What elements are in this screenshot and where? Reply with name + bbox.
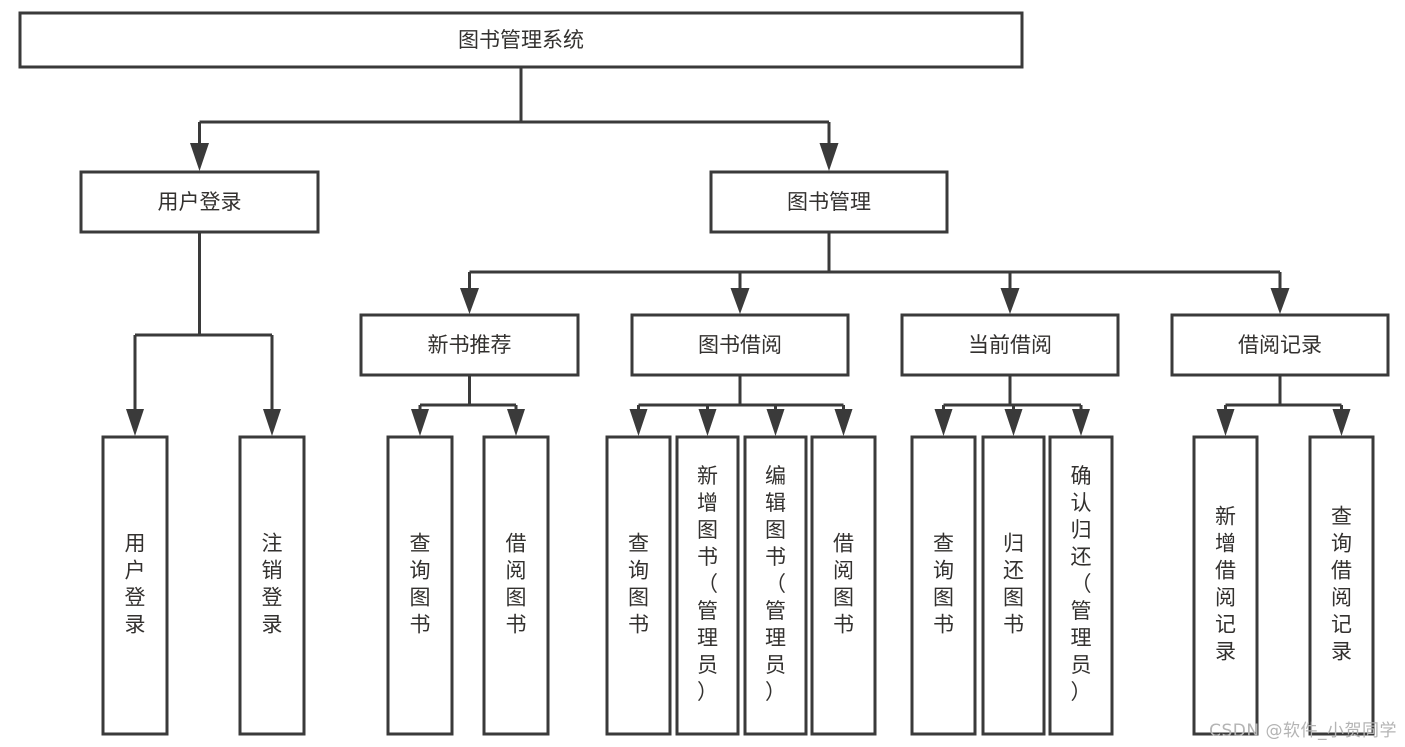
node-user-login-box[interactable] — [79, 170, 320, 234]
node-book-manage-label: 图书管理 — [787, 190, 871, 214]
node-current-borrow-label: 当前借阅 — [968, 333, 1052, 357]
node-leaf-add-book-box[interactable] — [675, 435, 740, 736]
node-leaf-query-book-1-box[interactable] — [386, 435, 454, 736]
node-root-box[interactable] — [18, 11, 1024, 69]
node-leaf-add-record-box[interactable] — [1192, 435, 1259, 736]
node-leaf-query-book-2[interactable]: 查询图书 — [605, 435, 672, 736]
node-leaf-confirm-return-label: 确认归还（管理员） — [1071, 464, 1092, 704]
node-leaf-edit-book[interactable]: 编辑图书（管理员） — [743, 435, 808, 736]
arrowhead-borrow-record — [1270, 288, 1290, 314]
arrowhead-leaf-add-book — [698, 409, 717, 436]
node-leaf-query-record[interactable]: 查询借阅记录 — [1308, 435, 1375, 736]
arrowhead-leaf-query-book-3 — [934, 409, 953, 436]
node-leaf-borrow-book-1-label: 借阅图书 — [506, 532, 527, 637]
arrowhead-leaf-add-record — [1216, 409, 1235, 436]
arrowhead-leaf-borrow-book-2 — [834, 409, 853, 436]
node-new-book-recommend-label: 新书推荐 — [428, 333, 512, 357]
arrowhead-leaf-return-book — [1004, 409, 1023, 436]
node-leaf-user-login[interactable]: 用户登录 — [101, 435, 169, 736]
node-leaf-user-logout-label: 注销登录 — [262, 532, 283, 637]
node-leaf-borrow-book-2-box[interactable] — [810, 435, 877, 736]
node-leaf-query-book-2-label: 查询图书 — [628, 532, 649, 637]
node-leaf-query-record-label: 查询借阅记录 — [1331, 505, 1352, 664]
node-leaf-borrow-book-2-label: 借阅图书 — [833, 532, 854, 637]
node-leaf-borrow-book-2[interactable]: 借阅图书 — [810, 435, 877, 736]
node-leaf-return-book[interactable]: 归还图书 — [981, 435, 1046, 736]
node-book-manage[interactable]: 图书管理 — [709, 170, 949, 234]
node-leaf-borrow-book-1[interactable]: 借阅图书 — [482, 435, 550, 736]
arrowhead-user-login — [190, 143, 209, 171]
arrowhead-leaf-confirm-return — [1072, 409, 1090, 436]
node-leaf-edit-book-box[interactable] — [743, 435, 808, 736]
node-leaf-query-record-box[interactable] — [1308, 435, 1375, 736]
node-leaf-query-book-2-box[interactable] — [605, 435, 672, 736]
node-leaf-query-book-1-label: 查询图书 — [410, 532, 431, 637]
node-root-label: 图书管理系统 — [458, 28, 584, 52]
node-current-borrow[interactable]: 当前借阅 — [900, 313, 1120, 377]
node-leaf-query-book-1[interactable]: 查询图书 — [386, 435, 454, 736]
arrowhead-book-manage — [819, 143, 839, 171]
node-book-borrow-label: 图书借阅 — [698, 333, 782, 357]
node-borrow-record-label: 借阅记录 — [1238, 333, 1322, 357]
arrowhead-book-borrow — [730, 288, 750, 314]
arrowhead-leaf-edit-book — [766, 409, 785, 436]
arrowhead-leaf-user-login — [126, 409, 144, 436]
node-leaf-add-book-label: 新增图书（管理员） — [697, 464, 718, 704]
arrowhead-leaf-borrow-book-1 — [507, 409, 525, 436]
node-leaf-return-book-label: 归还图书 — [1003, 532, 1024, 637]
node-borrow-record[interactable]: 借阅记录 — [1170, 313, 1390, 377]
node-book-manage-box[interactable] — [709, 170, 949, 234]
arrowhead-leaf-query-record — [1332, 409, 1351, 436]
arrowhead-leaf-user-logout — [263, 409, 281, 436]
node-leaf-add-record[interactable]: 新增借阅记录 — [1192, 435, 1259, 736]
arrowhead-leaf-query-book-1 — [411, 409, 429, 436]
node-leaf-user-login-box[interactable] — [101, 435, 169, 736]
node-leaf-return-book-box[interactable] — [981, 435, 1046, 736]
node-new-book-recommend[interactable]: 新书推荐 — [359, 313, 580, 377]
node-current-borrow-box[interactable] — [900, 313, 1120, 377]
node-root[interactable]: 图书管理系统 — [18, 11, 1024, 69]
node-book-borrow[interactable]: 图书借阅 — [630, 313, 850, 377]
node-leaf-user-logout-box[interactable] — [238, 435, 306, 736]
node-leaf-confirm-return-box[interactable] — [1048, 435, 1114, 736]
node-user-login[interactable]: 用户登录 — [79, 170, 320, 234]
node-borrow-record-box[interactable] — [1170, 313, 1390, 377]
node-user-login-label: 用户登录 — [158, 190, 242, 214]
node-leaf-user-logout[interactable]: 注销登录 — [238, 435, 306, 736]
node-leaf-user-login-label: 用户登录 — [125, 532, 146, 637]
leaf-node-group: 用户登录 注销登录 查询图书 借阅图书 查询图书 新增图书（管理员） — [101, 435, 1375, 736]
arrowhead-current-borrow — [1000, 288, 1020, 314]
node-leaf-query-book-3-label: 查询图书 — [933, 532, 954, 637]
node-leaf-confirm-return[interactable]: 确认归还（管理员） — [1048, 435, 1114, 736]
connector-layer — [126, 67, 1351, 436]
node-leaf-query-book-3-box[interactable] — [910, 435, 977, 736]
node-book-borrow-box[interactable] — [630, 313, 850, 377]
node-new-book-recommend-box[interactable] — [359, 313, 580, 377]
node-leaf-query-book-3[interactable]: 查询图书 — [910, 435, 977, 736]
arrowhead-leaf-query-book-2 — [629, 409, 648, 436]
node-leaf-borrow-book-1-box[interactable] — [482, 435, 550, 736]
node-leaf-add-record-label: 新增借阅记录 — [1215, 505, 1236, 664]
node-leaf-add-book[interactable]: 新增图书（管理员） — [675, 435, 740, 736]
arrowhead-new-book-recommend — [460, 288, 479, 314]
csdn-watermark: CSDN @软件_小贺同学 — [1209, 721, 1397, 741]
node-leaf-edit-book-label: 编辑图书（管理员） — [765, 464, 786, 704]
